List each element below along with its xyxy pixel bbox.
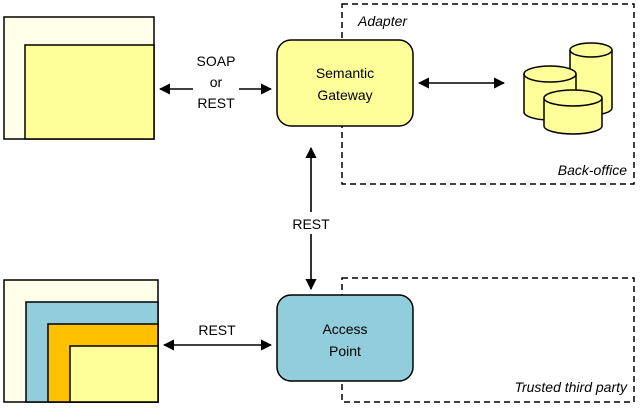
access-point-box <box>276 294 414 382</box>
database-cylinder-left-top <box>523 65 577 83</box>
database-cylinder-front-top <box>543 89 603 107</box>
semantic-gateway-node: Semantic Gateway <box>276 39 414 127</box>
back-office-zone-label: Back-office <box>558 162 627 178</box>
gateway-accesspoint-label-bg <box>288 212 334 234</box>
client-gateway-label-line2: or <box>210 74 223 90</box>
semantic-gateway-label-line2: Gateway <box>317 87 372 103</box>
client-gateway-label-line1: SOAP <box>197 53 236 69</box>
semantic-gateway-box <box>276 39 414 127</box>
adapter-zone-label: Adapter <box>357 13 408 29</box>
semantic-gateway-label-line1: Semantic <box>316 65 374 81</box>
trusted-third-party-zone-label: Trusted third party <box>514 379 628 395</box>
client-accesspoint-label: REST <box>198 322 236 338</box>
database-cylinder-front <box>543 98 603 135</box>
access-point-label-line2: Point <box>329 343 361 359</box>
access-point-label-line1: Access <box>322 321 367 337</box>
client-bottom-window-icon <box>3 279 159 403</box>
gateway-accesspoint-label: REST <box>292 216 330 232</box>
client-gateway-label-line3: REST <box>197 95 235 111</box>
client-bottom-layer-yellow <box>69 345 159 403</box>
client-top-window-content <box>24 44 155 140</box>
database-cylinders-icon <box>523 42 613 135</box>
database-cylinder-rear-top <box>569 42 613 58</box>
access-point-node: Access Point <box>276 294 414 382</box>
client-gateway-label-bg <box>193 49 239 113</box>
client-top-window-icon <box>3 16 155 140</box>
